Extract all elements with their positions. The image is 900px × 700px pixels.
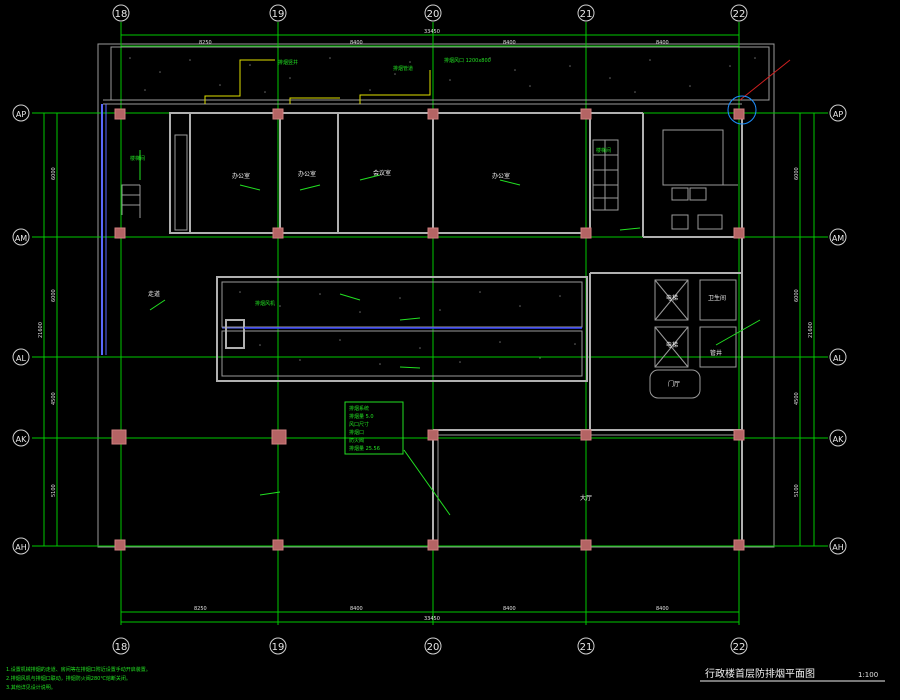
axis-left-AK: AK bbox=[16, 435, 27, 444]
drawing-title: 行政楼首层防排烟平面图 bbox=[705, 667, 815, 680]
legend-line-5: 排烟量 25.56 bbox=[349, 445, 380, 452]
axis-right-AK: AK bbox=[833, 435, 844, 444]
note-riser: 排烟竖井 bbox=[278, 59, 298, 66]
left-dimension: 6000 6000 4500 5100 21600 bbox=[38, 113, 58, 546]
note-line-3: 3.其他详见设计说明。 bbox=[6, 684, 56, 691]
top-dimension: 8250 8400 8400 8400 33450 bbox=[121, 29, 739, 47]
dim-bottom-1: 8250 bbox=[194, 606, 207, 612]
axis-bottom-20: 20 bbox=[427, 642, 440, 653]
structural-columns bbox=[111, 108, 745, 551]
room-office-3: 会议室 bbox=[373, 169, 391, 177]
dim-right-3: 4500 bbox=[794, 392, 800, 405]
right-stair bbox=[592, 139, 619, 211]
room-elevator-2: 电梯 bbox=[666, 341, 678, 349]
room-office-1: 办公室 bbox=[232, 172, 250, 180]
room-hall: 大厅 bbox=[580, 494, 592, 502]
axis-top-22: 22 bbox=[733, 9, 746, 20]
axis-top-21: 21 bbox=[580, 9, 593, 20]
axis-bubbles-left: AP AM AL AK AH bbox=[12, 104, 30, 555]
axis-bubbles-right: AP AM AL AK AH bbox=[829, 104, 847, 555]
axis-right-AL: AL bbox=[833, 354, 843, 363]
axis-right-AM: AM bbox=[832, 234, 844, 243]
room-shaft: 管井 bbox=[710, 349, 722, 357]
central-planter bbox=[216, 276, 588, 382]
drawing-scale: 1:100 bbox=[858, 671, 878, 679]
axis-bubbles-bottom: 18 19 20 21 22 bbox=[112, 637, 748, 655]
legend-box bbox=[344, 401, 404, 455]
lower-hall-walls bbox=[432, 429, 742, 546]
right-dimension: 6000 6000 4500 5100 21600 bbox=[794, 113, 815, 546]
dim-right-2: 6000 bbox=[794, 289, 800, 302]
axis-left-AH: AH bbox=[15, 543, 27, 552]
axis-bubbles-top: 18 19 20 21 22 bbox=[112, 4, 748, 22]
axis-left-AP: AP bbox=[16, 110, 26, 119]
axis-left-AM: AM bbox=[15, 234, 27, 243]
dim-bottom-4: 8400 bbox=[656, 606, 669, 612]
note-line-2: 2.排烟风机与排烟口联动，排烟防火阀280℃熔断关闭。 bbox=[6, 675, 131, 682]
room-toilet: 卫生间 bbox=[708, 294, 726, 302]
dim-left-1: 6000 bbox=[51, 167, 57, 180]
axis-bottom-18: 18 bbox=[115, 642, 128, 653]
room-stair-1: 楼梯间 bbox=[130, 155, 145, 162]
note-fan: 排烟风机 bbox=[255, 300, 275, 307]
room-corridor: 走道 bbox=[148, 290, 160, 298]
dim-top-1: 8250 bbox=[199, 40, 212, 46]
legend-line-4: 防火阀 bbox=[349, 437, 364, 444]
legend-title: 排烟系统 bbox=[349, 405, 369, 412]
dim-right-total: 21600 bbox=[808, 322, 814, 338]
top-planter bbox=[110, 46, 770, 101]
dim-bottom-total: 33450 bbox=[424, 616, 440, 622]
room-stair-2: 楼梯间 bbox=[596, 147, 611, 154]
room-office-4: 办公室 bbox=[492, 172, 510, 180]
left-stair bbox=[101, 104, 141, 355]
room-lobby: 门厅 bbox=[668, 380, 680, 388]
office-block-walls bbox=[169, 112, 743, 546]
note-line-1: 1.设置机械排烟的走道、房间等在排烟口附近设置手动开启装置。 bbox=[6, 666, 151, 673]
smoke-exhaust-ducts bbox=[204, 59, 791, 329]
legend-line-2: 风口尺寸 bbox=[349, 421, 369, 428]
horizontal-grid-lines bbox=[32, 112, 828, 547]
legend-line-1: 排烟量 5.0 bbox=[349, 413, 374, 420]
room-office-2: 办公室 bbox=[298, 170, 316, 178]
east-core bbox=[589, 272, 742, 430]
axis-top-20: 20 bbox=[427, 9, 440, 20]
dim-top-4: 8400 bbox=[656, 40, 669, 46]
axis-right-AH: AH bbox=[832, 543, 844, 552]
axis-bottom-21: 21 bbox=[580, 642, 593, 653]
dim-left-total: 21600 bbox=[38, 322, 44, 338]
note-top-a: 排烟管道 bbox=[393, 65, 413, 72]
bottom-dimension: 8250 8400 8400 8400 33450 bbox=[121, 606, 739, 623]
axis-bottom-22: 22 bbox=[733, 642, 746, 653]
axis-top-18: 18 bbox=[115, 9, 128, 20]
dim-left-4: 5100 bbox=[51, 484, 57, 497]
legend-line-3: 排烟口 bbox=[349, 429, 364, 436]
note-top-b: 排烟风口 1200x800 bbox=[444, 57, 491, 64]
annotation-leaders bbox=[139, 150, 761, 516]
axis-left-AL: AL bbox=[16, 354, 26, 363]
axis-bottom-19: 19 bbox=[272, 642, 285, 653]
dim-bottom-2: 8400 bbox=[350, 606, 363, 612]
dim-top-3: 8400 bbox=[503, 40, 516, 46]
dim-top-total: 33450 bbox=[424, 29, 440, 35]
dim-left-3: 4500 bbox=[51, 392, 57, 405]
planter-dots bbox=[129, 57, 756, 93]
room-elevator-1: 电梯 bbox=[666, 294, 678, 302]
dim-right-1: 6000 bbox=[794, 167, 800, 180]
dim-left-2: 6000 bbox=[51, 289, 57, 302]
axis-right-AP: AP bbox=[833, 110, 843, 119]
dim-top-2: 8400 bbox=[350, 40, 363, 46]
dim-right-4: 5100 bbox=[794, 484, 800, 497]
dim-bottom-3: 8400 bbox=[503, 606, 516, 612]
axis-top-19: 19 bbox=[272, 9, 285, 20]
